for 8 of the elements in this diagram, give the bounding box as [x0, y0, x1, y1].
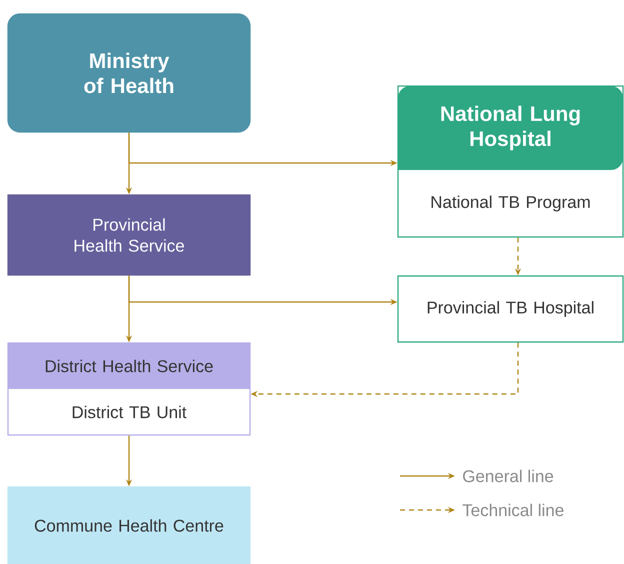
hospital-box: Provincial TB Hospital — [397, 275, 624, 343]
legend-label: General line — [463, 470, 554, 482]
hospital-box: National Lung Hospital National TB Program — [397, 85, 624, 238]
legend-label: Technical line — [462, 504, 564, 516]
centre-box: Commune Health Centre — [7, 486, 251, 564]
ministry-box: Ministry of Health — [7, 13, 251, 133]
service-box: Provincial Health Service — [7, 194, 251, 276]
district-box: District Health Service District TB Unit — [7, 342, 251, 436]
